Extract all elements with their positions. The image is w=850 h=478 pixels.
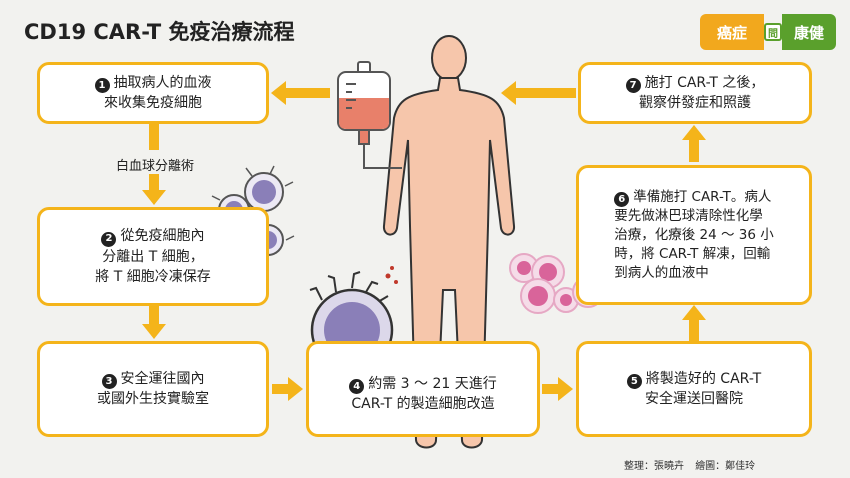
step-1-line-1: 抽取病人的血液 xyxy=(113,74,212,91)
step-6-number: 6 xyxy=(614,191,630,207)
step-5-number: 5 xyxy=(626,374,642,390)
flow-arrows xyxy=(142,81,706,401)
step-6-line-5: 到病人的血液中 xyxy=(614,264,709,281)
step-3-number: 3 xyxy=(101,374,117,390)
credit-editor: 整理：張曉卉 xyxy=(624,461,684,472)
arrow-7-to-body xyxy=(501,81,576,105)
diagram-title: CD19 CAR-T 免疫治療流程 xyxy=(24,20,295,44)
arrow-3-to-4 xyxy=(272,377,303,401)
logo-right-text: 康健 xyxy=(782,14,836,50)
step-1-line-2: 來收集免疫細胞 xyxy=(104,95,202,112)
step-4-number: 4 xyxy=(349,379,365,395)
step-6-line-1: 準備施打 CAR-T。病人 xyxy=(633,188,772,205)
iv-bag-icon xyxy=(337,61,402,169)
logo-mid-text: 問 xyxy=(764,23,782,41)
step-2-line-1: 從免疫細胞內 xyxy=(120,228,205,245)
step-1-number: 1 xyxy=(94,78,110,94)
step-3-line-2: 或國外生技實驗室 xyxy=(97,391,209,408)
arrow-2-to-3 xyxy=(142,306,166,339)
credit-illustrator: 繪圖：鄭佳玲 xyxy=(695,461,756,472)
arrow-body-to-1 xyxy=(271,81,330,105)
step-4-line-2: CAR-T 的製造細胞改造 xyxy=(351,396,495,413)
arrow-5-to-6 xyxy=(682,305,706,342)
logo-left-text: 癌症 xyxy=(700,14,764,50)
step-2-line-3: 將 T 細胞冷凍保存 xyxy=(95,268,211,285)
step-5-line-1: 將製造好的 CAR-T xyxy=(645,370,762,387)
step-4-line-1: 約需 3 ～ 21 天進行 xyxy=(368,375,497,392)
arrow-6-to-7 xyxy=(682,125,706,162)
leukapheresis-label: 白血球分離術 xyxy=(100,155,210,174)
step-6-line-4: 時，將 CAR-T 解凍，回輸 xyxy=(614,245,771,262)
arrow-4-to-5 xyxy=(542,377,573,401)
credits: 整理：張曉卉 繪圖：鄭佳玲 xyxy=(624,457,763,472)
step-7-number: 7 xyxy=(625,78,641,94)
step-6-line-3: 治療，化療後 24 ～ 36 小 xyxy=(614,226,774,243)
step-6-line-2: 要先做淋巴球清除性化學 xyxy=(614,207,763,224)
step-7-line-1: 施打 CAR-T 之後， xyxy=(644,74,765,91)
arrow-1-to-2 xyxy=(142,124,166,205)
step-2-number: 2 xyxy=(101,231,117,247)
brand-logo: 癌症 問 康健 xyxy=(700,14,836,50)
step-3-line-1: 安全運往國內 xyxy=(120,370,205,387)
step-2-line-2: 分離出 T 細胞， xyxy=(102,248,204,265)
step-7-line-2: 觀察併發症和照護 xyxy=(638,95,751,112)
step-5-line-2: 安全運送回醫院 xyxy=(645,391,743,408)
